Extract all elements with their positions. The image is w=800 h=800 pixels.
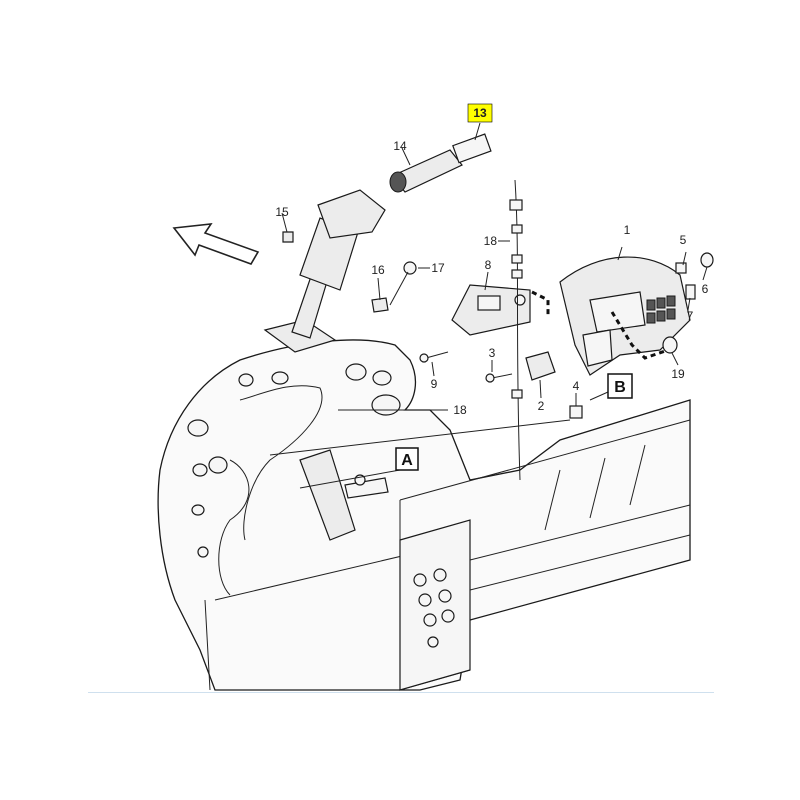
- view-b-text: B: [614, 379, 626, 396]
- callout-6: 6: [702, 282, 709, 296]
- knob-19: [662, 336, 678, 354]
- callout-14: 14: [393, 139, 407, 153]
- wiring-harness-18: [509, 179, 523, 481]
- callout-18-top: 18: [484, 234, 498, 248]
- callout-2: 2: [538, 399, 545, 413]
- callout-7: 7: [687, 309, 694, 323]
- dashboard-frame: [157, 339, 691, 691]
- nut-4: [569, 405, 583, 419]
- knob-6: [700, 252, 714, 268]
- clip-16: [371, 297, 389, 313]
- ignition-switch-assembly: [389, 133, 492, 193]
- callout-13-text: 13: [473, 106, 487, 120]
- switch-bank: [646, 295, 676, 324]
- callout-9: 9: [431, 377, 438, 391]
- blank-7: [685, 284, 696, 300]
- callout-1: 1: [624, 223, 631, 237]
- bolt-15: [282, 231, 294, 243]
- callout-15: 15: [275, 205, 289, 219]
- callout-16: 16: [371, 263, 385, 277]
- callout-3: 3: [489, 346, 496, 360]
- screw-3: [485, 373, 513, 383]
- side-panel: [399, 519, 471, 691]
- cover-2: [525, 351, 556, 381]
- inner-harness: [218, 385, 323, 596]
- screw-17: [389, 261, 417, 306]
- view-a-text: A: [401, 452, 413, 469]
- callout-19: 19: [671, 367, 685, 381]
- switch-5: [675, 262, 687, 274]
- instrument-cluster-8: [451, 284, 531, 336]
- callout-13: 13: [467, 103, 493, 123]
- pedal-assembly: [299, 449, 389, 541]
- dashboard-panel-1: [559, 256, 691, 376]
- callout-8: 8: [485, 258, 492, 272]
- direction-arrow-icon: [172, 223, 260, 265]
- bottom-divider: [88, 692, 714, 693]
- view-label-a: A: [395, 447, 419, 471]
- view-label-b: B: [607, 373, 633, 399]
- screw-9: [419, 351, 449, 363]
- leader-lines: [269, 122, 708, 489]
- callout-17: 17: [431, 261, 445, 275]
- callout-5: 5: [680, 233, 687, 247]
- steering-column: [263, 189, 386, 353]
- callout-4: 4: [573, 379, 580, 393]
- callout-18-bottom: 18: [453, 403, 467, 417]
